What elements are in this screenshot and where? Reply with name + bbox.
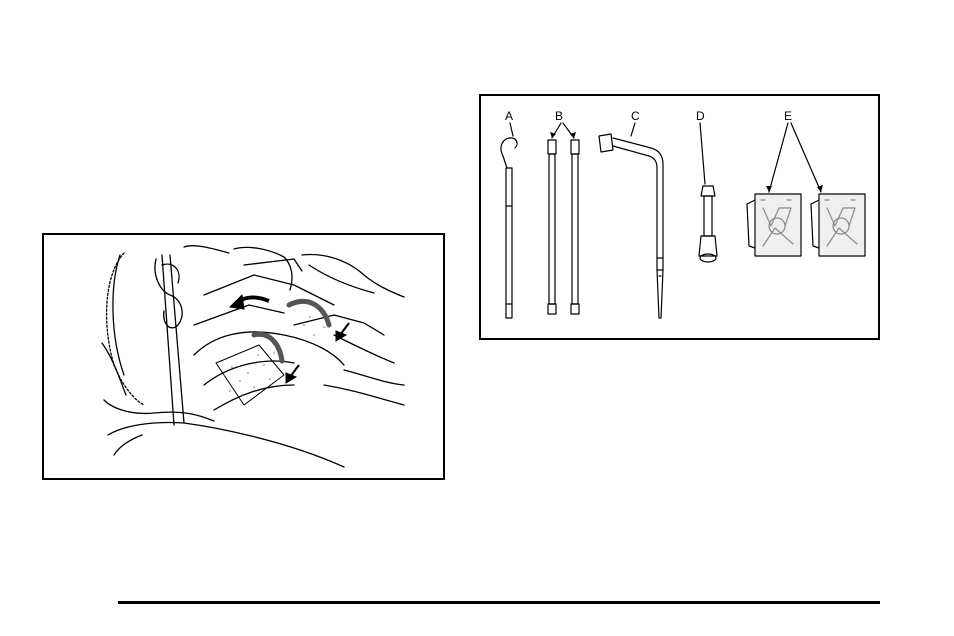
seat-strap-illustration <box>42 233 445 480</box>
tool-c-wheel-wrench <box>599 134 663 318</box>
leader-c <box>631 123 635 136</box>
label-c: C <box>631 109 640 123</box>
label-d: D <box>696 109 705 123</box>
tool-a-hook-rod <box>501 138 517 318</box>
jack-tools-drawing: A B C D E <box>481 96 878 338</box>
label-a: A <box>505 109 513 123</box>
tool-d-bolt <box>699 186 717 262</box>
leader-d <box>700 123 705 184</box>
label-b: B <box>555 109 563 123</box>
seat-strap-drawing <box>44 235 443 478</box>
label-e: E <box>784 109 792 123</box>
tool-b-extension-rods <box>548 140 579 314</box>
leader-a <box>510 123 513 136</box>
page-footer-rule <box>118 601 880 604</box>
leader-e-left <box>769 123 788 192</box>
arrowhead-e-left <box>766 186 772 192</box>
leader-e-right <box>791 123 821 192</box>
jack-tools-illustration: A B C D E <box>479 94 880 340</box>
